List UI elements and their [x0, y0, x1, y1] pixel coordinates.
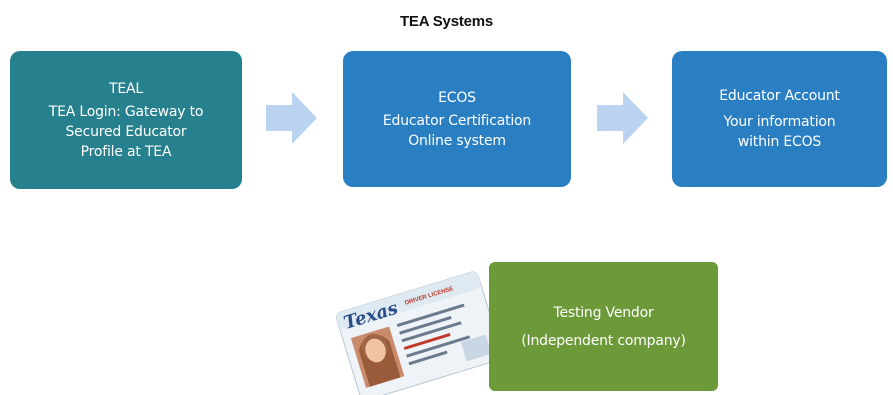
- ecos-box: ECOS Educator Certification Online syste…: [343, 51, 571, 187]
- right-arrow-icon: [597, 92, 648, 144]
- diagram-title: TEA Systems: [399, 13, 494, 30]
- testing-vendor-box: Testing Vendor (Independent company): [489, 262, 718, 391]
- testing-vendor-heading: Testing Vendor: [553, 304, 654, 321]
- texas-driver-license-image: Texas DRIVER LICENSE: [336, 271, 495, 395]
- teal-box: TEAL TEA Login: Gateway to Secured Educa…: [10, 51, 242, 189]
- teal-heading: TEAL: [109, 80, 143, 97]
- ecos-description: Educator Certification Online system: [382, 112, 532, 149]
- educator-account-heading: Educator Account: [719, 88, 840, 104]
- teal-description: TEA Login: Gateway to Secured Educator P…: [48, 103, 204, 160]
- right-arrow-icon: [266, 92, 317, 144]
- educator-account-box: Educator Account Your information within…: [672, 51, 887, 187]
- educator-account-description: Your information within ECOS: [723, 114, 836, 150]
- testing-vendor-description: (Independent company): [521, 332, 686, 349]
- ecos-heading: ECOS: [438, 89, 476, 106]
